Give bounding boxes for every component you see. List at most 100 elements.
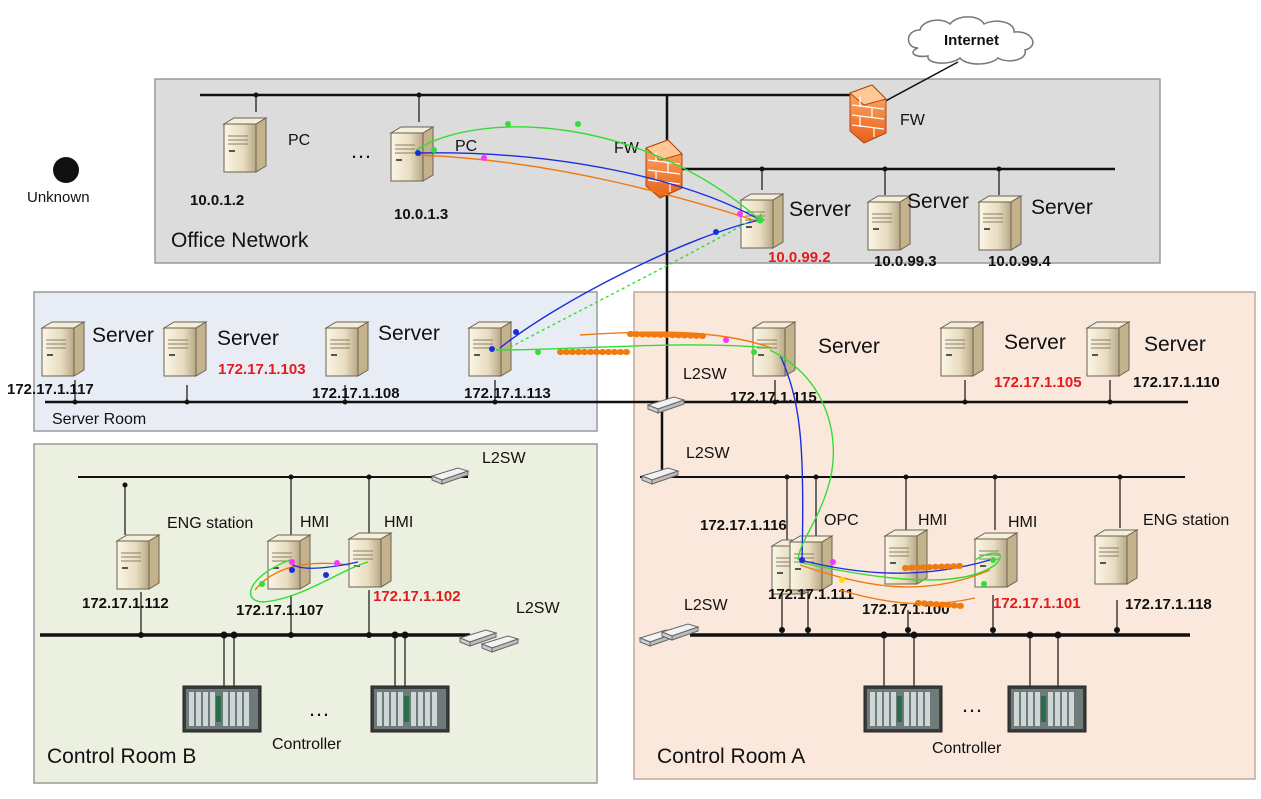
flow-green-office [415, 126, 761, 221]
flow-orange-ra-hmi [799, 564, 991, 588]
office-pc-1-ip: 10.0.1.2 [190, 192, 244, 209]
ra-server-3-icon [1086, 321, 1130, 377]
rb-eng-station-icon [116, 534, 160, 590]
ra-eng-station-icon [1094, 529, 1138, 585]
ra-hmi-2-ip: 172.17.1.101 [993, 595, 1081, 612]
office-server-1-ip: 10.0.99.2 [768, 249, 831, 266]
office-pc-1-name: PC [288, 132, 310, 149]
ra-server-1-name: Server [818, 335, 880, 358]
flow-orange-ra-hmi-2 [839, 589, 976, 605]
ra-server-2-name: Server [1004, 331, 1066, 354]
office-network-label: Office Network [171, 229, 309, 252]
l2sw-room-b-control-label: L2SW [516, 600, 560, 617]
office-taps [253, 92, 1002, 172]
inner-firewall-label: FW [614, 140, 640, 157]
ra-eng-station-ip: 172.17.1.118 [1125, 596, 1212, 613]
sr-server-1-ip: 172.17.1.117 [7, 381, 94, 398]
sr-server-3-ip: 172.17.1.108 [312, 385, 400, 402]
ra-server-1-ip: 172.17.1.115 [730, 389, 817, 406]
office-pc-2-name: PC [455, 138, 477, 155]
flow-green-ra-opc [769, 349, 835, 561]
ra-eng-station-name: ENG station [1143, 512, 1229, 529]
flow-green-ra-hmi [797, 552, 1002, 581]
ra-opc-ip-1: 172.17.1.116 [700, 517, 787, 534]
sr-server-1-name: Server [92, 324, 154, 347]
ra-hmi-2-name: HMI [1008, 514, 1037, 531]
ra-opc-name: OPC [824, 512, 859, 529]
rb-hmi-1-name: HMI [300, 514, 329, 531]
flow-orange-office [415, 154, 761, 223]
sr-server-3-name: Server [378, 322, 440, 345]
unknown-label: Unknown [27, 189, 90, 206]
control-bus-taps [138, 627, 1120, 639]
office-server-3-ip: 10.0.99.4 [988, 253, 1051, 270]
inner-firewall-icon [645, 139, 683, 199]
rb-controller-label: Controller [272, 736, 342, 753]
outer-firewall-icon [849, 84, 887, 144]
rb-controller-2-icon [370, 685, 450, 733]
office-server-3-name: Server [1031, 196, 1093, 219]
ra-server-2-icon [940, 321, 984, 377]
ra-hmi-1-name: HMI [918, 512, 947, 529]
sr-server-3-icon [325, 321, 369, 377]
office-server-3-icon [978, 195, 1022, 251]
server-row-drops [74, 380, 1111, 402]
server-room-label: Server Room [52, 411, 146, 428]
rb-eng-station-ip: 172.17.1.112 [82, 595, 169, 612]
sr-server-1-icon [41, 321, 85, 377]
office-server-1-name: Server [789, 198, 851, 221]
traffic-beads [557, 331, 965, 609]
flow-blue-ra-hmi [799, 559, 991, 574]
office-pc-2-ip: 10.0.1.3 [394, 206, 448, 223]
sr-server-2-icon [163, 321, 207, 377]
l2sw-server-row-label: L2SW [683, 366, 727, 383]
control-room-a-label: Control Room A [657, 745, 805, 768]
outer-firewall-label: FW [900, 112, 926, 129]
flow-dots [259, 121, 996, 587]
ra-controller-label: Controller [932, 740, 1002, 757]
ra-server-1-icon [752, 321, 796, 377]
office-ellipsis: … [350, 138, 372, 163]
flow-orange-sr-ra [579, 331, 773, 349]
server-row-taps [72, 399, 1113, 405]
sr-server-4-ip: 172.17.1.113 [464, 385, 551, 402]
ra-opc-ip-2: 172.17.1.111 [768, 586, 854, 603]
rb-hmi-2-ip: 172.17.1.102 [373, 588, 461, 605]
office-pc-2-icon [390, 126, 434, 182]
flow-blue-office [415, 152, 761, 221]
sr-server-2-ip: 172.17.1.103 [218, 361, 306, 378]
flow-blue-ra-opc [779, 354, 804, 561]
rb-controller-ellipsis: … [308, 696, 330, 721]
control-room-b-label: Control Room B [47, 745, 196, 768]
hmi-bus-drops [124, 477, 1121, 540]
ra-hmi-1-icon [884, 529, 928, 585]
ra-controller-2-icon [1007, 685, 1087, 733]
l2sw-room-a-control-label: L2SW [684, 597, 728, 614]
ra-server-2-ip: 172.17.1.105 [994, 374, 1082, 391]
sr-server-2-name: Server [217, 327, 279, 350]
internet-cloud: Internet [907, 16, 1034, 65]
control-room-b-zone [33, 443, 598, 784]
ra-controller-1-icon [863, 685, 943, 733]
office-server-2-name: Server [907, 190, 969, 213]
office-drops [255, 95, 1000, 195]
ra-controller-ellipsis: … [961, 692, 983, 717]
l2sw-room-b-hmi-label: L2SW [482, 450, 526, 467]
internet-label: Internet [944, 32, 999, 49]
l2sw-room-a-hmi-label: L2SW [686, 445, 730, 462]
flow-blue-office-sr [499, 219, 761, 349]
office-lan-lines [200, 93, 1115, 171]
rb-hmi-1-ip: 172.17.1.107 [236, 602, 324, 619]
hmi-bus-taps [122, 474, 1123, 488]
flow-green-rb-hmi [250, 559, 369, 603]
rb-eng-station-name: ENG station [167, 515, 253, 532]
rb-hmi-2-icon [348, 532, 392, 588]
flow-green-office-sr [504, 213, 763, 351]
rb-hmi-2-name: HMI [384, 514, 413, 531]
internet-link [879, 61, 959, 105]
office-server-2-ip: 10.0.99.3 [874, 253, 937, 270]
rb-controller-1-icon [182, 685, 262, 733]
office-pc-1-icon [223, 117, 267, 173]
flow-blue-rb-hmi [289, 561, 359, 569]
unknown-node [53, 157, 79, 183]
